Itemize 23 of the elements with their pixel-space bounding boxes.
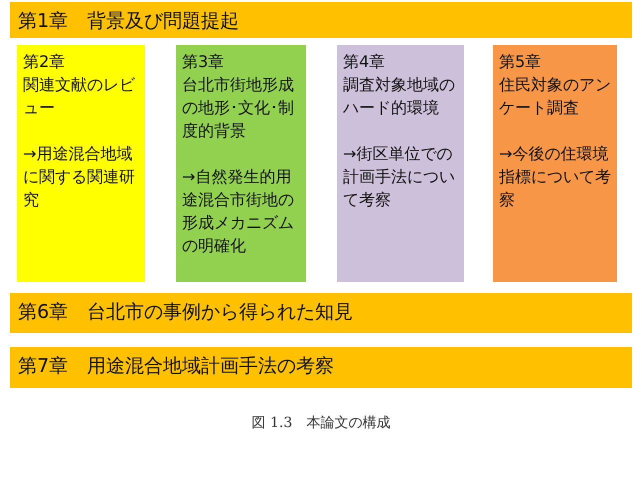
chapter-number: 第5章 bbox=[499, 51, 542, 73]
chapter-number: 第4章 bbox=[343, 51, 386, 73]
chapter-title: 関連文献のレビュー bbox=[23, 74, 136, 119]
chapter-number: 第3章 bbox=[182, 51, 226, 73]
chapter-card bbox=[337, 45, 464, 282]
chapter-card bbox=[176, 45, 306, 282]
chapter-summary: →用途混合地域に関する関連研究 bbox=[23, 143, 136, 211]
chapter-card bbox=[493, 45, 617, 282]
chapter-number: 第2章 bbox=[23, 51, 66, 73]
chapter-heading: 第1章 背景及び問題提起 bbox=[18, 10, 240, 32]
chapter-heading: 第7章 用途混合地域計画手法の考察 bbox=[18, 355, 334, 377]
chapter-summary: →自然発生的用途混合市街地の形成メカニズムの明確化 bbox=[182, 166, 295, 257]
chapter-heading: 第6章 台北市の事例から得られた知見 bbox=[18, 301, 354, 323]
chapter-title: 台北市街地形成の地形･文化･制度的背景 bbox=[182, 74, 295, 142]
chapter-summary: →街区単位での計画手法について考察 bbox=[343, 143, 456, 211]
chapter-band bbox=[10, 2, 632, 38]
chapter-card bbox=[17, 45, 145, 282]
chapter-title: 調査対象地域のハード的環境 bbox=[343, 74, 456, 119]
figure-caption: 図 1.3 本論文の構成 bbox=[250, 414, 392, 432]
chapter-band bbox=[10, 293, 632, 333]
chapter-band bbox=[10, 347, 632, 388]
chapter-summary: →今後の住環境指標について考察 bbox=[499, 143, 611, 211]
chapter-title: 住民対象のアンケート調査 bbox=[499, 74, 611, 119]
